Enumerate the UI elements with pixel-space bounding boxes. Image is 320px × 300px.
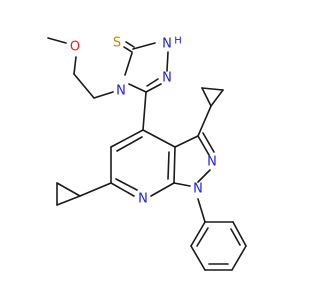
bond-cp-l2: [56, 195, 81, 206]
bond-ch2-ch2: [73, 73, 95, 99]
bond-ph-6-double: [196, 227, 209, 247]
bond-n1h-n2: [166, 51, 169, 72]
bond-c5-c4-double: [116, 136, 143, 152]
atom-nitrogen-triazole-4: N: [116, 84, 126, 99]
bond-ch2-o: [73, 56, 77, 75]
bond-c3a-c7a-double: [167, 151, 170, 180]
bond-c-s-2: [125, 41, 135, 48]
bond-c-s-1: [123, 46, 133, 53]
bond-ph-6: [190, 221, 206, 247]
bond-c3a-c3: [174, 135, 199, 148]
bond-n4-c3: [124, 52, 133, 76]
bond-cp-l1: [56, 182, 81, 197]
bond-n7-c6: [110, 182, 135, 197]
bond-n2-c5-double: [146, 78, 159, 87]
bond-c3-n1h: [132, 42, 156, 50]
bond-cp-r1: [201, 87, 212, 107]
atom-nitrogen-pyridine: N: [138, 192, 148, 207]
bond-cp-r3: [201, 87, 224, 91]
molecule-structure: S N H N N O N N N: [47, 36, 247, 271]
bond-triazole-pyridine: [142, 91, 147, 131]
bond-c3a-c7a: [173, 146, 176, 184]
bond-ph-2: [232, 221, 247, 247]
bond-c3-n2-double: [202, 132, 215, 153]
bond-n2-c5: [145, 83, 162, 93]
bond-n4-ch2: [93, 91, 114, 99]
pyrazole-ring: [173, 132, 215, 187]
bond-ph-5: [190, 245, 206, 271]
bond-o-ch3: [47, 37, 67, 44]
atom-nitrogen-pyrazole-2: N: [207, 155, 217, 170]
phenyl-ring: [190, 198, 247, 271]
bond-c3-cp: [197, 105, 212, 137]
atom-nitrogen-pyrazole-1: N: [193, 182, 203, 197]
triazole-ring: [123, 41, 169, 93]
bond-c7a-n7: [150, 182, 175, 197]
bond-c6-cp: [79, 182, 112, 197]
bond-c4-c3a: [142, 129, 176, 148]
bond-cp-r2: [210, 89, 224, 107]
bond-c5-c4: [110, 129, 144, 148]
bond-c5-n4: [128, 83, 147, 93]
atom-nitrogen-triazole-2: N: [162, 71, 172, 86]
bond-ph-2-double: [230, 228, 241, 246]
bond-n7-c6-double: [115, 178, 138, 191]
bond-n1-ph: [197, 198, 206, 223]
bond-n1-c7a: [173, 182, 191, 187]
cyclopropyl-left: [56, 182, 112, 206]
atom-nitrogen-nh: N: [162, 37, 172, 52]
atom-oxygen: O: [70, 40, 80, 55]
bond-ph-3: [231, 245, 247, 271]
methoxyethyl-chain: [47, 37, 114, 99]
atom-hydrogen: H: [174, 36, 182, 47]
bond-c3-n2: [197, 135, 210, 156]
atom-sulfur: S: [113, 36, 121, 51]
bond-n2-n1: [197, 169, 211, 183]
pyridine-ring: [110, 129, 176, 197]
cyclopropyl-right: [197, 87, 224, 137]
